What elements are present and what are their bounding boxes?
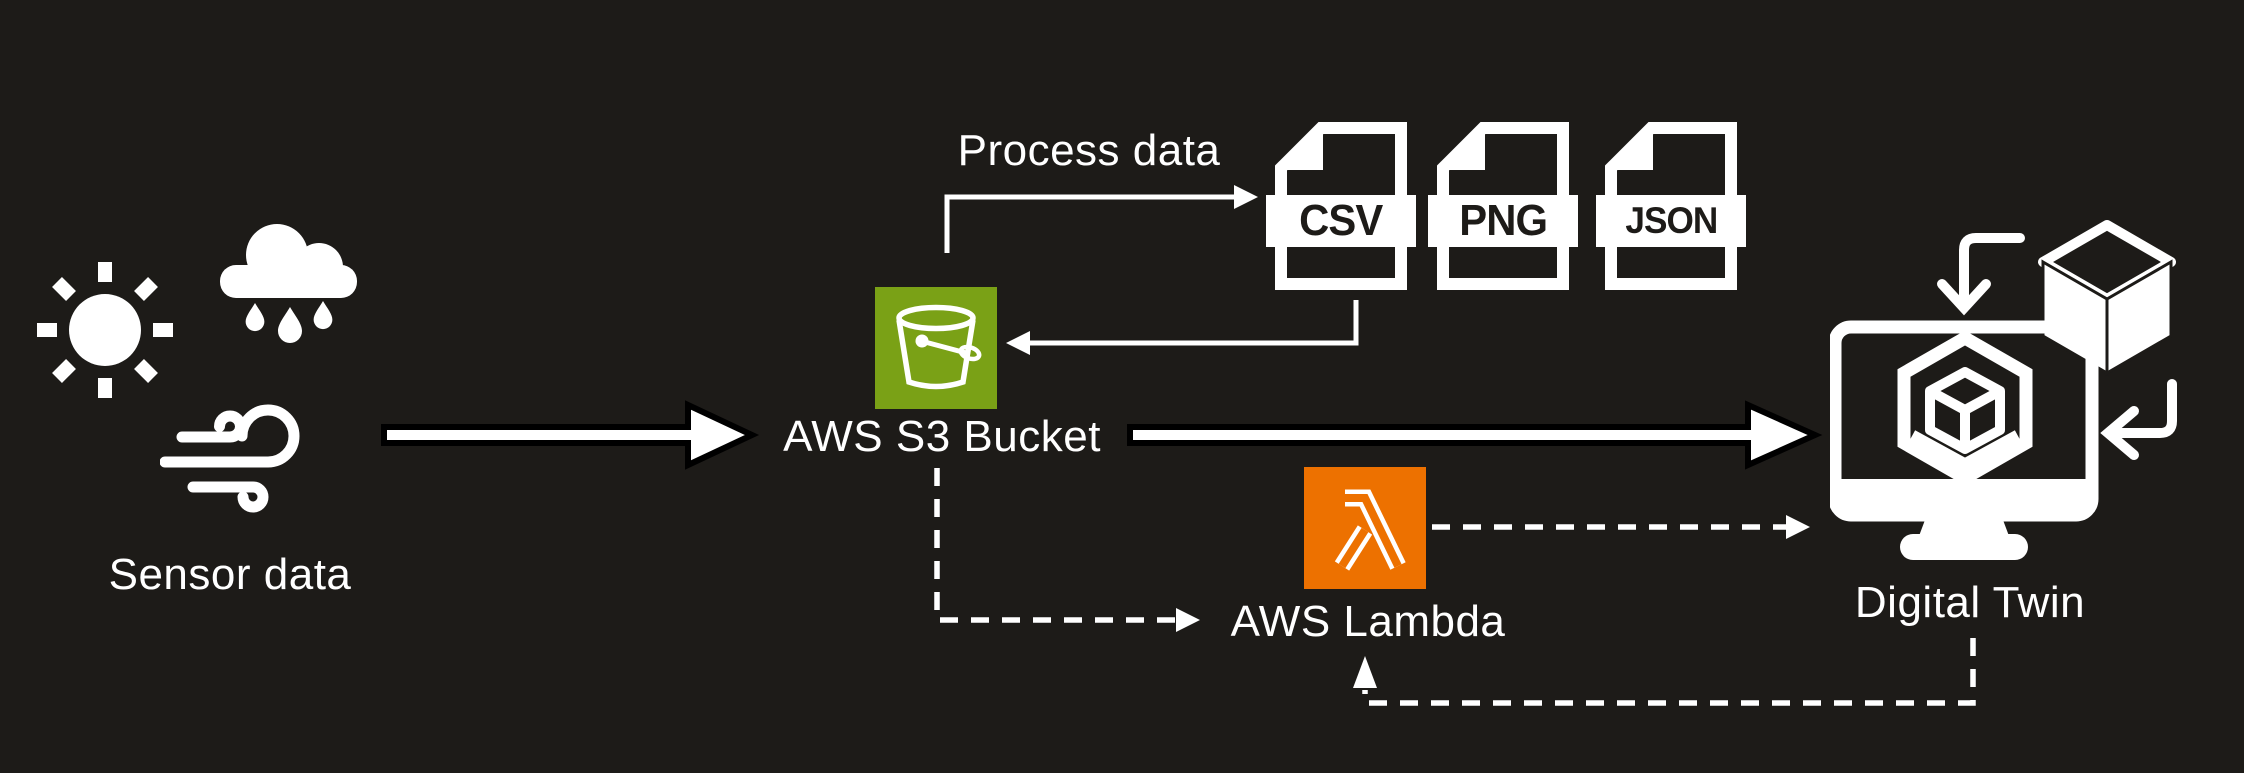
- monitor-stand-base: [1900, 534, 2028, 560]
- lambda-label: AWS Lambda: [1230, 597, 1506, 646]
- png-file-label: PNG: [1459, 196, 1548, 245]
- process-data-label: Process data: [957, 126, 1221, 175]
- png-file-band: PNG: [1428, 195, 1578, 247]
- arrow-sensor-to-s3: [381, 400, 760, 470]
- rain-cloud-icon: [220, 224, 357, 343]
- arrowhead-s3-to-lambda: [1176, 608, 1200, 632]
- png-file-icon: PNG: [1428, 122, 1578, 290]
- arrow-s3-to-files: [944, 194, 1234, 253]
- wind-icon: [160, 404, 300, 513]
- arrow-s3-to-digitaltwin: [1127, 400, 1823, 470]
- png-file-outline: [1437, 122, 1569, 290]
- json-file-label: JSON: [1625, 200, 1718, 241]
- s3-bucket-icon: [875, 287, 997, 409]
- sync-arrow-left-icon: [2100, 379, 2177, 460]
- digital-twin-monitor-icon: [1830, 220, 2177, 560]
- csv-file-icon: CSV: [1266, 122, 1416, 290]
- floating-cube-icon: [2038, 220, 2176, 376]
- s3-bucket-label: AWS S3 Bucket: [783, 412, 1101, 461]
- csv-file-outline: [1275, 122, 1407, 290]
- csv-file-band: CSV: [1266, 195, 1416, 247]
- sensor-data-label: Sensor data: [108, 550, 352, 599]
- digital-twin-label: Digital Twin: [1854, 578, 2086, 627]
- lambda-icon: [1304, 467, 1426, 589]
- arrowhead-files-to-s3: [1006, 331, 1030, 355]
- hexagon-cube-icon: [1897, 330, 2033, 486]
- sun-icon: [37, 262, 173, 398]
- dashed-arrow-s3-to-lambda: [934, 468, 1176, 623]
- json-file-icon: JSON: [1596, 122, 1746, 290]
- json-file-band: JSON: [1596, 195, 1746, 247]
- arrowhead-s3-to-files: [1234, 185, 1258, 209]
- sync-arrow-down-icon: [1937, 233, 2025, 316]
- arrowhead-lambda-to-digitaltwin: [1786, 515, 1810, 539]
- arrowhead-digitaltwin-to-lambda: [1353, 656, 1377, 688]
- csv-file-label: CSV: [1299, 196, 1383, 245]
- arrow-files-to-s3: [1030, 300, 1359, 346]
- json-file-outline: [1605, 122, 1737, 290]
- dashed-arrow-digitaltwin-to-lambda: [1362, 638, 1976, 706]
